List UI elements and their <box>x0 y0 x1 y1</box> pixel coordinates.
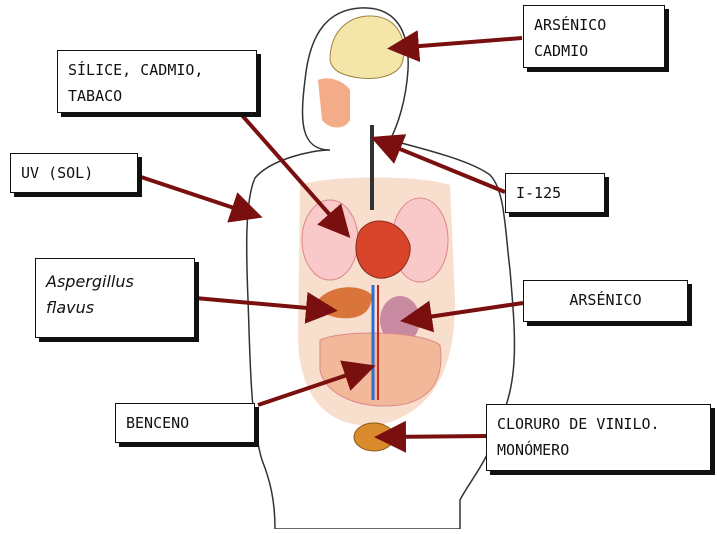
label-brain-line2: CADMIO <box>534 38 654 64</box>
label-skin: UV (SOL) <box>10 153 138 193</box>
label-thyroid-line1: I-125 <box>516 180 594 206</box>
label-blood-line1: BENCENO <box>126 410 244 436</box>
label-brain-line1: ARSÉNICO <box>534 12 654 38</box>
label-lungs-line1: SÍLICE, CADMIO, <box>68 57 246 83</box>
brain-shape <box>330 16 404 78</box>
label-liver-line2: flavus <box>46 295 184 321</box>
label-lungs-line2: TABACO <box>68 83 246 109</box>
label-blood: BENCENO <box>115 403 255 443</box>
label-liver-line1: Aspergillus <box>46 269 184 295</box>
label-brain: ARSÉNICO CADMIO <box>523 5 665 68</box>
label-bladder-line1: CLORURO DE VINILO. <box>497 411 700 437</box>
label-lungs: SÍLICE, CADMIO, TABACO <box>57 50 257 113</box>
label-bladder: CLORURO DE VINILO. MONÓMERO <box>486 404 711 471</box>
arrow-brain <box>395 38 522 48</box>
arrow-bladder <box>382 436 486 437</box>
head-interior <box>318 78 350 127</box>
label-thyroid: I-125 <box>505 173 605 213</box>
label-liver: Aspergillus flavus <box>35 258 195 338</box>
label-bladder-line2: MONÓMERO <box>497 437 700 463</box>
label-skin-line1: UV (SOL) <box>21 160 127 186</box>
arrow-skin <box>138 176 255 215</box>
label-kidney-line1: ARSÉNICO <box>534 287 677 313</box>
arrow-lungs <box>240 113 345 232</box>
label-kidney: ARSÉNICO <box>523 280 688 322</box>
